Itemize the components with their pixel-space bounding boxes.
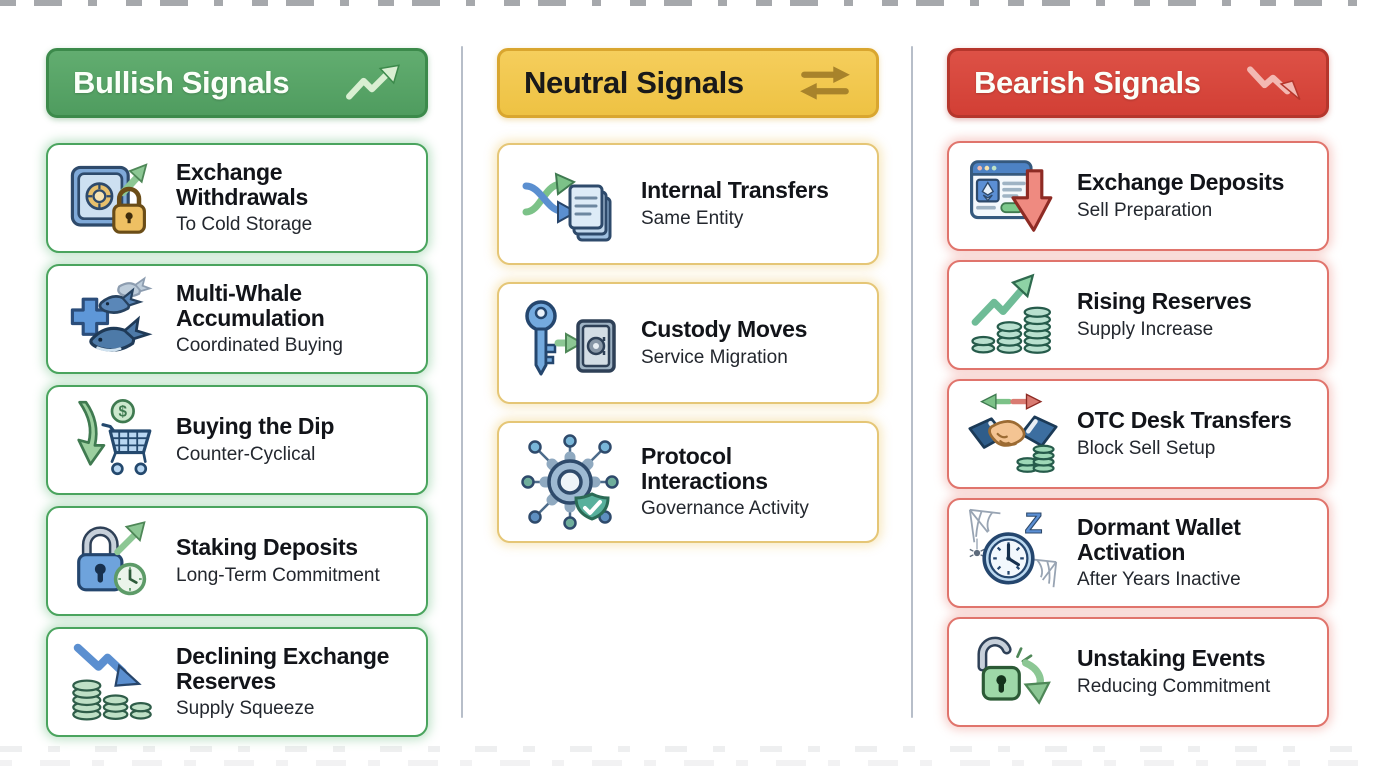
column-divider — [911, 46, 913, 718]
card-text: Declining Exchange Reserves Supply Squee… — [164, 642, 414, 720]
neutral-header: Neutral Signals — [497, 48, 879, 118]
plus-whales-icon — [60, 272, 164, 366]
card-text: Protocol Interactions Governance Activit… — [629, 442, 865, 520]
declining-arrow-coin-stacks-icon — [60, 635, 164, 729]
trend-down-arrow-icon — [1247, 66, 1301, 101]
column-divider — [461, 46, 463, 718]
card-subtitle: Governance Activity — [641, 498, 809, 520]
card-text: OTC Desk Transfers Block Sell Setup — [1065, 408, 1315, 459]
bullish-column: Bullish Signals — [46, 48, 428, 737]
card-staking-deposits: Staking Deposits Long-Term Commitment — [46, 506, 428, 616]
card-subtitle: Counter-Cyclical — [176, 443, 316, 465]
unlocked-padlock-down-arrow-icon — [961, 625, 1065, 719]
card-subtitle: To Cold Storage — [176, 214, 313, 236]
down-arrow-cart-coin-icon: $ — [60, 393, 164, 487]
card-title: Staking Deposits — [176, 534, 358, 561]
gear-network-shield-icon — [511, 429, 629, 535]
card-subtitle: Coordinated Buying — [176, 335, 343, 357]
card-buying-the-dip: $ Buying the Dip Counter-Cyclical — [46, 385, 428, 495]
key-arrow-safe-icon — [511, 290, 629, 396]
card-title: Protocol Interactions — [641, 442, 768, 495]
handshake-swap-coins-icon — [961, 387, 1065, 481]
card-text: Dormant Wallet Activation After Years In… — [1065, 513, 1315, 591]
card-subtitle: After Years Inactive — [1077, 569, 1241, 591]
card-unstaking-events: Unstaking Events Reducing Commitment — [947, 617, 1329, 727]
card-exchange-withdrawals: Exchange Withdrawals To Cold Storage — [46, 143, 428, 253]
card-text: Exchange Withdrawals To Cold Storage — [164, 158, 414, 236]
card-title: Internal Transfers — [641, 177, 829, 204]
bearish-header-label: Bearish Signals — [974, 65, 1201, 100]
card-subtitle: Same Entity — [641, 207, 744, 229]
card-subtitle: Long-Term Commitment — [176, 564, 380, 586]
swap-arrows-icon — [800, 66, 850, 100]
neutral-column: Neutral Signals — [497, 48, 879, 543]
bullish-header-label: Bullish Signals — [73, 65, 290, 100]
shuffle-arrows-documents-icon — [511, 151, 629, 257]
card-subtitle: Service Migration — [641, 346, 788, 368]
bearish-header: Bearish Signals — [947, 48, 1329, 118]
card-title: Exchange Withdrawals — [176, 158, 308, 211]
card-text: Unstaking Events Reducing Commitment — [1065, 646, 1315, 697]
trend-up-arrow-icon — [346, 64, 400, 100]
card-multi-whale-accumulation: Multi-Whale Accumulation Coordinated Buy… — [46, 264, 428, 374]
cropped-text-artifact-bottom — [0, 760, 1376, 766]
vault-padlock-arrow-icon — [60, 151, 164, 245]
card-title: Buying the Dip — [176, 413, 335, 440]
card-dormant-wallet-activation: Z Dormant Wallet Activation After Years … — [947, 498, 1329, 608]
card-subtitle: Block Sell Setup — [1077, 437, 1216, 459]
cropped-text-artifact-top — [0, 0, 1376, 6]
card-title: Custody Moves — [641, 316, 808, 343]
card-internal-transfers: Internal Transfers Same Entity — [497, 143, 879, 265]
card-text: Staking Deposits Long-Term Commitment — [164, 535, 414, 586]
card-protocol-interactions: Protocol Interactions Governance Activit… — [497, 421, 879, 543]
card-otc-desk-transfers: OTC Desk Transfers Block Sell Setup — [947, 379, 1329, 489]
card-title: Exchange Deposits — [1077, 169, 1285, 196]
card-text: Multi-Whale Accumulation Coordinated Buy… — [164, 279, 414, 357]
card-subtitle: Supply Increase — [1077, 318, 1214, 340]
card-exchange-deposits: Exchange Deposits Sell Preparation — [947, 141, 1329, 251]
card-rising-reserves: Rising Reserves Supply Increase — [947, 260, 1329, 370]
card-declining-exchange-reserves: Declining Exchange Reserves Supply Squee… — [46, 627, 428, 737]
svg-text:Z: Z — [1025, 508, 1043, 540]
dormant-clock-cobweb-icon: Z — [961, 506, 1065, 600]
cropped-text-artifact-bottom — [0, 746, 1376, 752]
card-custody-moves: Custody Moves Service Migration — [497, 282, 879, 404]
bearish-column: Bearish Signals — [947, 48, 1329, 727]
card-title: Declining Exchange Reserves — [176, 642, 390, 695]
card-text: Exchange Deposits Sell Preparation — [1065, 170, 1315, 221]
rising-arrow-coin-stacks-icon — [961, 268, 1065, 362]
card-title: OTC Desk Transfers — [1077, 407, 1292, 434]
svg-text:$: $ — [119, 404, 128, 421]
bullish-header: Bullish Signals — [46, 48, 428, 118]
card-title: Unstaking Events — [1077, 645, 1266, 672]
neutral-header-label: Neutral Signals — [524, 65, 744, 100]
card-title: Dormant Wallet Activation — [1077, 513, 1241, 566]
card-subtitle: Reducing Commitment — [1077, 675, 1271, 697]
card-title: Multi-Whale Accumulation — [176, 279, 325, 332]
card-subtitle: Sell Preparation — [1077, 199, 1213, 221]
card-text: Rising Reserves Supply Increase — [1065, 289, 1315, 340]
exchange-window-down-arrow-icon — [961, 149, 1065, 243]
card-text: Buying the Dip Counter-Cyclical — [164, 414, 414, 465]
padlock-up-arrow-clock-icon — [60, 514, 164, 608]
card-subtitle: Supply Squeeze — [176, 698, 315, 720]
card-title: Rising Reserves — [1077, 288, 1252, 315]
card-text: Custody Moves Service Migration — [629, 317, 865, 368]
card-text: Internal Transfers Same Entity — [629, 178, 865, 229]
